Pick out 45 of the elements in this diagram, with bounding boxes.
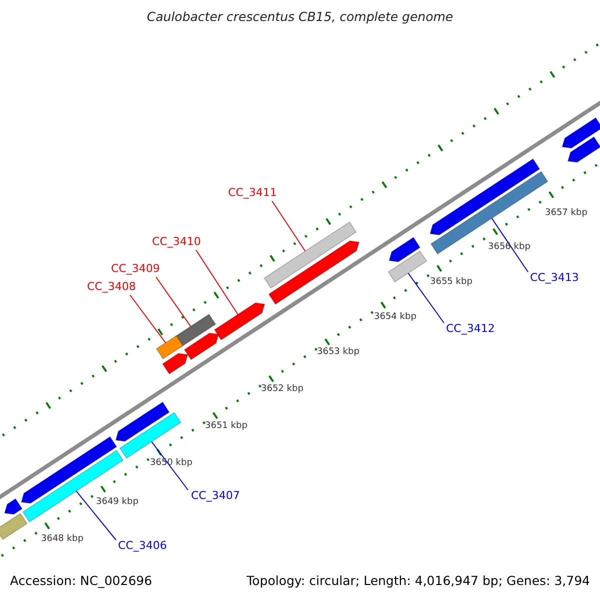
gene-block: [119, 412, 182, 459]
gene-label: CC_3408: [87, 281, 136, 292]
gene-block: [22, 450, 124, 522]
gene-block: [567, 136, 600, 163]
gene-block: [4, 498, 23, 515]
gene-label: CC_3411: [228, 187, 277, 198]
gene-block: [214, 302, 266, 340]
gene-block: [562, 117, 600, 149]
gene-label: CC_3407: [191, 490, 240, 501]
gene-block: [0, 512, 28, 540]
accession-text: Accession: NC_002696: [10, 575, 152, 588]
gene-label: CC_3406: [118, 540, 167, 551]
gene-label: CC_3410: [152, 236, 201, 247]
gene-block: [268, 240, 360, 305]
gene-block: [430, 158, 540, 236]
scale-label: 3656 kbp: [488, 243, 530, 252]
gene-label: CC_3413: [530, 272, 579, 283]
scale-label: 3649 kbp: [96, 498, 138, 507]
scale-label: 3654 kbp: [374, 313, 416, 322]
scale-label: 3651 kbp: [205, 422, 248, 431]
gene-block: [162, 352, 188, 374]
gene-block: [184, 332, 220, 360]
gene-label: CC_3409: [111, 263, 160, 274]
scale-label: 3653 kbp: [317, 348, 360, 357]
leader-line: [408, 272, 444, 324]
leader-line: [76, 490, 116, 540]
scale-label: 3648 kbp: [41, 535, 84, 544]
leader-line: [196, 250, 238, 315]
gene-block: [174, 314, 216, 348]
gene-block: [264, 221, 357, 289]
scale-label: 3657 kbp: [545, 209, 588, 218]
gene-block: [156, 335, 184, 360]
leader-line: [151, 441, 188, 490]
gene-block: [20, 436, 118, 504]
scale-label: 3652 kbp: [261, 385, 304, 394]
scale-label: 3655 kbp: [430, 278, 472, 287]
gene-block: [388, 236, 421, 262]
leader-line: [130, 294, 166, 344]
gene-label: CC_3412: [446, 323, 495, 334]
gene-block: [115, 402, 170, 442]
title: Caulobacter crescentus CB15, complete genome: [146, 9, 454, 24]
leader-line: [272, 200, 306, 252]
gene-block: [388, 250, 428, 283]
leader-line: [491, 218, 528, 272]
genome-info-text: Topology: circular; Length: 4,016,947 bp; Genes: 3,794: [246, 575, 590, 588]
